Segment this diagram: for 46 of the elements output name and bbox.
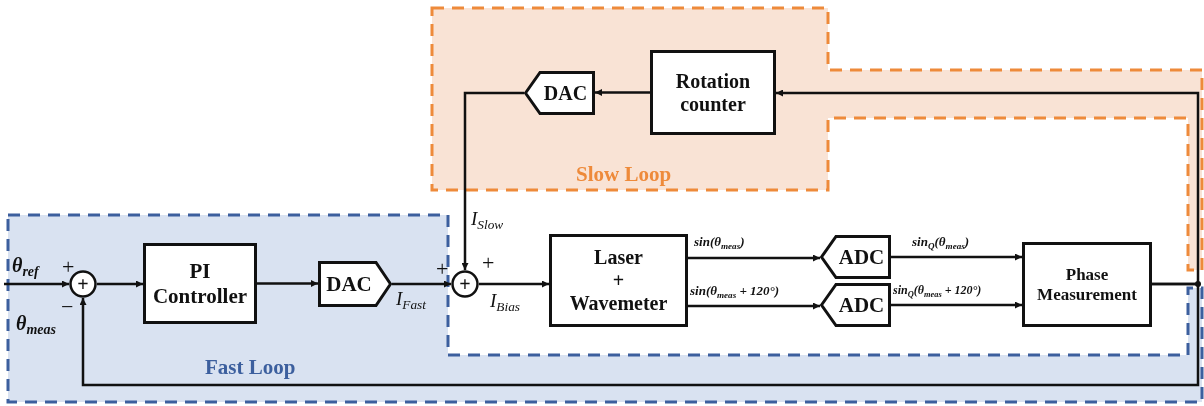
summing-junction <box>451 270 479 298</box>
sign-label: − <box>61 296 74 318</box>
process-box <box>650 50 776 135</box>
plus-sign: + <box>77 272 89 296</box>
block-label: ADC <box>837 292 885 318</box>
block-label: Phase Measurement <box>1036 264 1138 305</box>
arrow <box>257 280 318 287</box>
process-box <box>549 234 688 327</box>
arrow <box>97 280 143 288</box>
loop-label: Fast Loop <box>205 355 296 380</box>
block-label: Laser + Wavemeter <box>569 246 668 315</box>
process-box <box>143 243 257 324</box>
process-box <box>1022 242 1152 327</box>
edge-label: sin$_{Q}$(θ$_{meas}$) <box>912 234 970 251</box>
arrow <box>688 254 820 262</box>
loop-label: Slow Loop <box>576 162 672 187</box>
arrow <box>891 253 1022 261</box>
arrow <box>461 91 524 270</box>
edge-label: sin(θ$_{meas}$) <box>694 234 745 251</box>
block-label: DAC <box>542 81 588 105</box>
dac-block <box>318 261 392 307</box>
edge-label: θ$_{meas}$ <box>16 312 56 339</box>
edge-label: θ$_{ref}$ <box>12 254 39 281</box>
sign-label: + <box>482 252 495 274</box>
arrow <box>479 280 549 288</box>
plus-sign: + <box>459 272 471 296</box>
edge-label: I$_{Fast}$ <box>396 288 426 313</box>
arrow <box>688 302 820 310</box>
adc-block <box>820 235 891 279</box>
sign-label: + <box>62 256 75 278</box>
arrow <box>4 280 69 288</box>
sign-label: + <box>436 258 449 280</box>
block-label: DAC <box>326 271 373 297</box>
adc-block <box>820 283 891 327</box>
edge-label: I$_{Bias}$ <box>490 290 520 315</box>
edge-label: sin(θ$_{meas}$ + 120°) <box>690 283 780 300</box>
edge-label: sin$_{Q}$(θ$_{meas}$ + 120°) <box>893 283 982 299</box>
arrow <box>595 89 650 96</box>
arrow <box>79 282 1200 387</box>
block-label: ADC <box>837 244 885 270</box>
block-label: PI Controller <box>151 259 249 308</box>
arrow <box>891 301 1022 309</box>
dac-block <box>524 71 595 115</box>
arrow <box>392 280 451 288</box>
edge-label: I$_{Slow}$ <box>471 208 504 233</box>
block-label: Rotation counter <box>674 69 752 116</box>
